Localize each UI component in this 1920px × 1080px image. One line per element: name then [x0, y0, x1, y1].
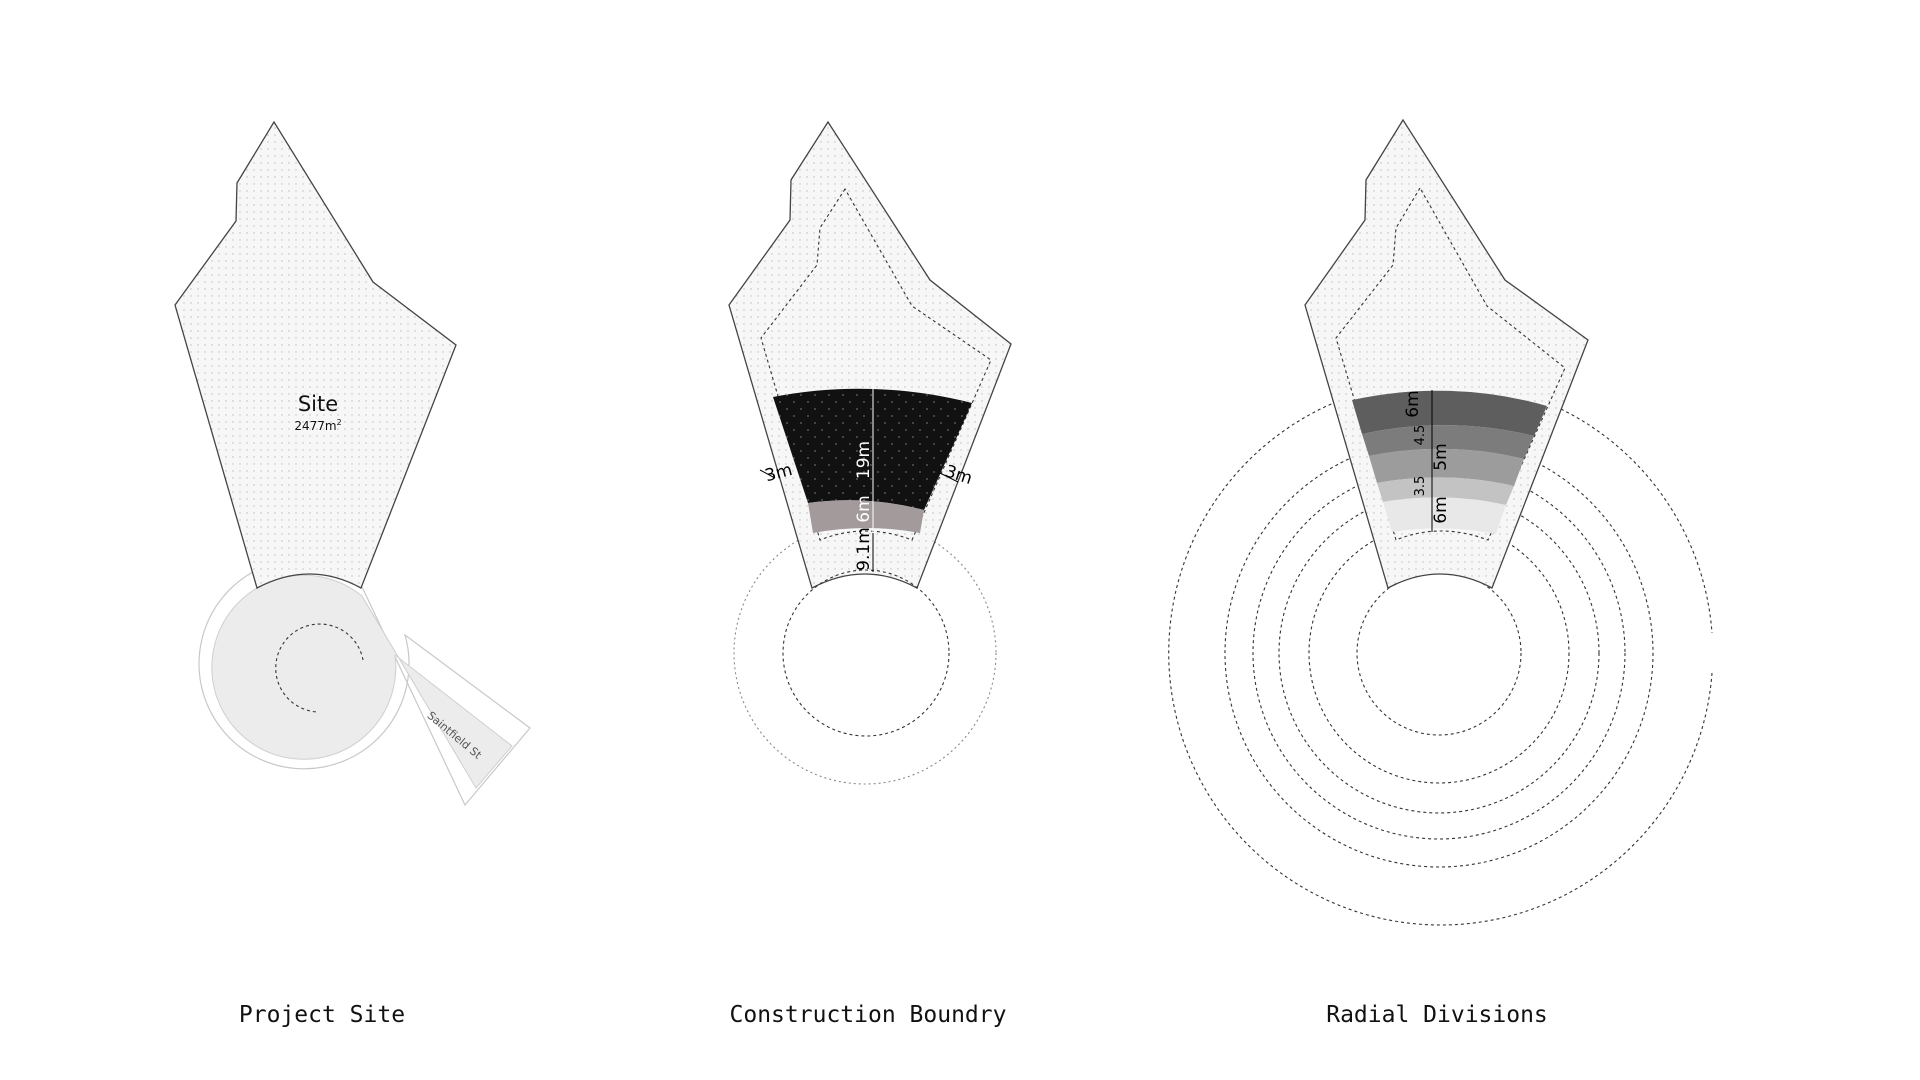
outer-offset-circle — [733, 521, 997, 785]
construction-boundry-panel: 3m 3m 19m 6m 9.1m Construction Boundry — [728, 120, 1012, 1028]
dim-offset: 9.1m — [854, 527, 874, 571]
ring-3 — [1278, 492, 1600, 814]
caption-radial-divisions: Radial Divisions — [1326, 1002, 1548, 1028]
turn-arc — [275, 623, 364, 713]
project-site-panel: Site 2477m2 Saintfield St Project Site — [174, 120, 531, 1028]
ring-6 — [1168, 380, 1713, 926]
inner-circle — [782, 569, 950, 737]
dim-band: 6m — [854, 495, 874, 522]
division-label-1: 6m — [1403, 390, 1423, 417]
site-area: 2477m2 — [294, 418, 341, 433]
setback-line — [1335, 186, 1566, 541]
right-setback-tick — [939, 472, 959, 483]
division-label-3: 5m — [1431, 443, 1451, 470]
division-band-2 — [1362, 425, 1534, 459]
division-label-4: 3.5 — [1413, 476, 1428, 497]
site-parcel — [174, 120, 457, 589]
site-label: Site — [298, 392, 338, 416]
radial-divisions-panel: 6m 4.5 5m 3.5 6m Radial Divisions — [1168, 118, 1713, 1028]
ring-1 — [1356, 570, 1522, 736]
division-band-1 — [1352, 390, 1547, 436]
division-band-5 — [1383, 497, 1506, 534]
division-label-2: 4.5 — [1413, 425, 1428, 446]
caption-construction-boundry: Construction Boundry — [730, 1002, 1007, 1028]
band-zone — [808, 500, 924, 533]
caption-project-site: Project Site — [239, 1002, 405, 1028]
division-label-5: 6m — [1431, 496, 1451, 523]
left-setback-tick — [759, 469, 776, 479]
setback-line — [760, 187, 992, 541]
division-band-3 — [1369, 448, 1524, 486]
dim-depth: 19m — [854, 441, 874, 479]
division-band-4 — [1377, 477, 1514, 505]
